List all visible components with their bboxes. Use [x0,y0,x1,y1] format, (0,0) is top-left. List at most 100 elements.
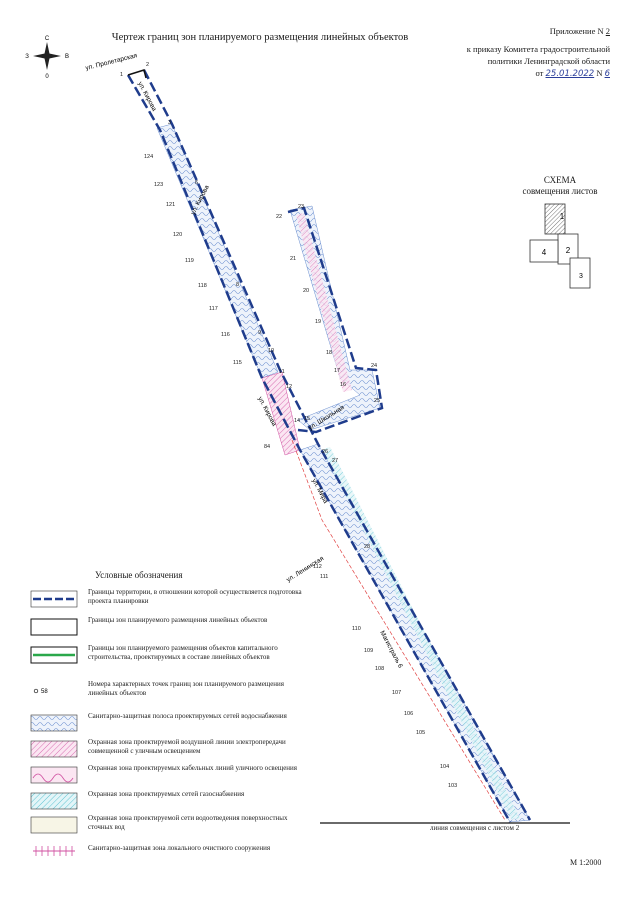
legend-text: Границы зон планируемого размещения объе… [88,644,278,661]
point-label: 18 [326,350,332,356]
legend-symbol [30,618,78,636]
legend-symbol [30,816,78,834]
point-label: 23 [298,204,304,210]
legend-text: Охранная зона проектируемой сети водоотв… [88,814,288,831]
point-label: 1 [120,72,123,78]
point-label: 112 [313,564,322,570]
appendix-line3: политики Ленинградской области [487,56,610,66]
legend-title: Условные обозначения [95,570,183,580]
sheet-4-label: 4 [542,248,547,257]
schema-subheading: совмещения листов [522,186,598,196]
sheet-1 [544,203,566,235]
point-label: 3 [168,120,171,126]
map-scale: М 1:2000 [570,858,602,867]
legend-text: Охранная зона проектируемой воздушной ли… [88,738,286,755]
legend-item-zone-boundary: Границы зон планируемого размещения лине… [30,616,310,640]
point-label: 6 [195,180,198,186]
centerline-red [291,439,506,821]
point-label: 11 [279,369,285,375]
legend-item-cable-line-zone: Охранная зона проектируемых кабельных ли… [30,764,310,788]
point-label: 27 [332,458,338,464]
legend-item-capital-boundary: Границы зон планируемого размещения объе… [30,644,310,668]
legend-text: Границы территории, в отношении которой … [88,588,302,605]
point-label: 106 [404,711,413,717]
appendix-num-prefix: N [596,68,603,78]
point-label: 109 [364,648,373,654]
compass-north: С [45,36,50,42]
point-label: 20 [303,288,309,294]
point-label: 111 [320,574,328,580]
point-label: 103 [448,783,457,789]
sheet-1-label: 1 [560,212,565,221]
compass-east: В [65,54,69,60]
point-label: 10 [268,348,274,354]
legend-symbol: 58 [33,688,48,695]
point-label: 84 [264,444,270,450]
point-label: 2 [146,62,149,68]
legend-text: Санитарно-защитная зона локального очист… [88,844,271,852]
drawing-title: Чертеж границ зон планируемого размещени… [111,32,409,43]
point-label: 19 [315,319,321,325]
legend-text: Санитарно-защитная полоса проектируемых … [88,712,287,720]
point-label: 24 [371,363,377,369]
sheet-join-label: линия совмещения с листом 2 [430,824,520,832]
sheet-4 [529,239,559,263]
legend-symbol [30,740,78,758]
point-label: 21 [290,256,296,262]
legend-point-marker: 58 [41,689,48,695]
point-label: 104 [440,764,449,770]
point-label: 12 [286,384,292,390]
legend-item-territory-boundary: Границы территории, в отношении которой … [30,588,310,612]
point-label: 26 [322,449,328,455]
legend-item-drainage-zone: Охранная зона проектируемой сети водоотв… [30,814,310,838]
compass-center: 0 [45,74,49,80]
appendix-block: Приложение N 2 к приказу Комитета градос… [420,25,610,80]
legend-item-gas-zone: Охранная зона проектируемых сетей газосн… [30,790,310,814]
point-label: 8 [236,282,239,288]
territory-boundary-left [126,74,512,823]
legend-symbol [30,766,78,784]
legend-text: Охранная зона проектируемых сетей газосн… [88,790,245,798]
legend-text: Границы зон планируемого размещения лине… [88,616,268,624]
compass-west: З [25,54,29,60]
point-label: 123 [154,182,163,188]
territory-boundary-right [142,69,532,821]
appendix-number: 2 [605,26,610,36]
point-label: 119 [185,258,194,264]
point-label: 14 [294,418,300,424]
point-label: 17 [334,368,340,374]
territory-boundary-branch [287,206,384,434]
point-label: 22 [276,214,282,220]
point-label: 116 [221,332,230,338]
legend-item-point-numbers: 58 Номера характерных точек границ зон п… [30,680,310,704]
point-label: 15 [304,416,310,422]
appendix-date: 25.01.2022 [545,69,595,79]
schema-heading: СХЕМА [543,175,577,185]
compass-rose: С З В 0 [25,36,69,80]
legend-symbol [30,646,78,664]
legend-item-treatment-zone: Санитарно-защитная зона локального очист… [30,840,310,864]
appendix-label: Приложение N [549,26,604,36]
water-zone-mira [299,443,531,823]
legend-symbol [30,714,78,732]
point-labels: 1 2 3 124 123 121 120 119 118 117 116 11… [120,62,457,789]
street-magistral: Магистраль 6 [378,630,404,670]
point-label: 108 [375,666,384,672]
sheet-2-label: 2 [566,246,571,255]
point-label: 118 [198,283,207,289]
point-label: 25 [374,398,380,404]
legend-symbol [30,792,78,810]
point-label: 9 [258,330,261,336]
point-label: 16 [340,382,346,388]
zone-boundary-top [127,69,147,79]
appendix-order-number: 6 [604,69,610,79]
legend-symbol [33,846,75,856]
sheet-3-label: 3 [579,273,583,280]
legend-text: Номера характерных точек границ зон план… [88,680,285,697]
legend-item-power-line-zone: Охранная зона проектируемой воздушной ли… [30,738,310,762]
sheet-layout-diagram: 1 2 3 4 [529,203,591,289]
street-proletarskaya: ул. Пролетарская [85,52,139,72]
schema-title: СХЕМА совмещения листов [505,175,615,197]
point-label: 121 [166,202,175,208]
point-label: 115 [233,360,242,366]
